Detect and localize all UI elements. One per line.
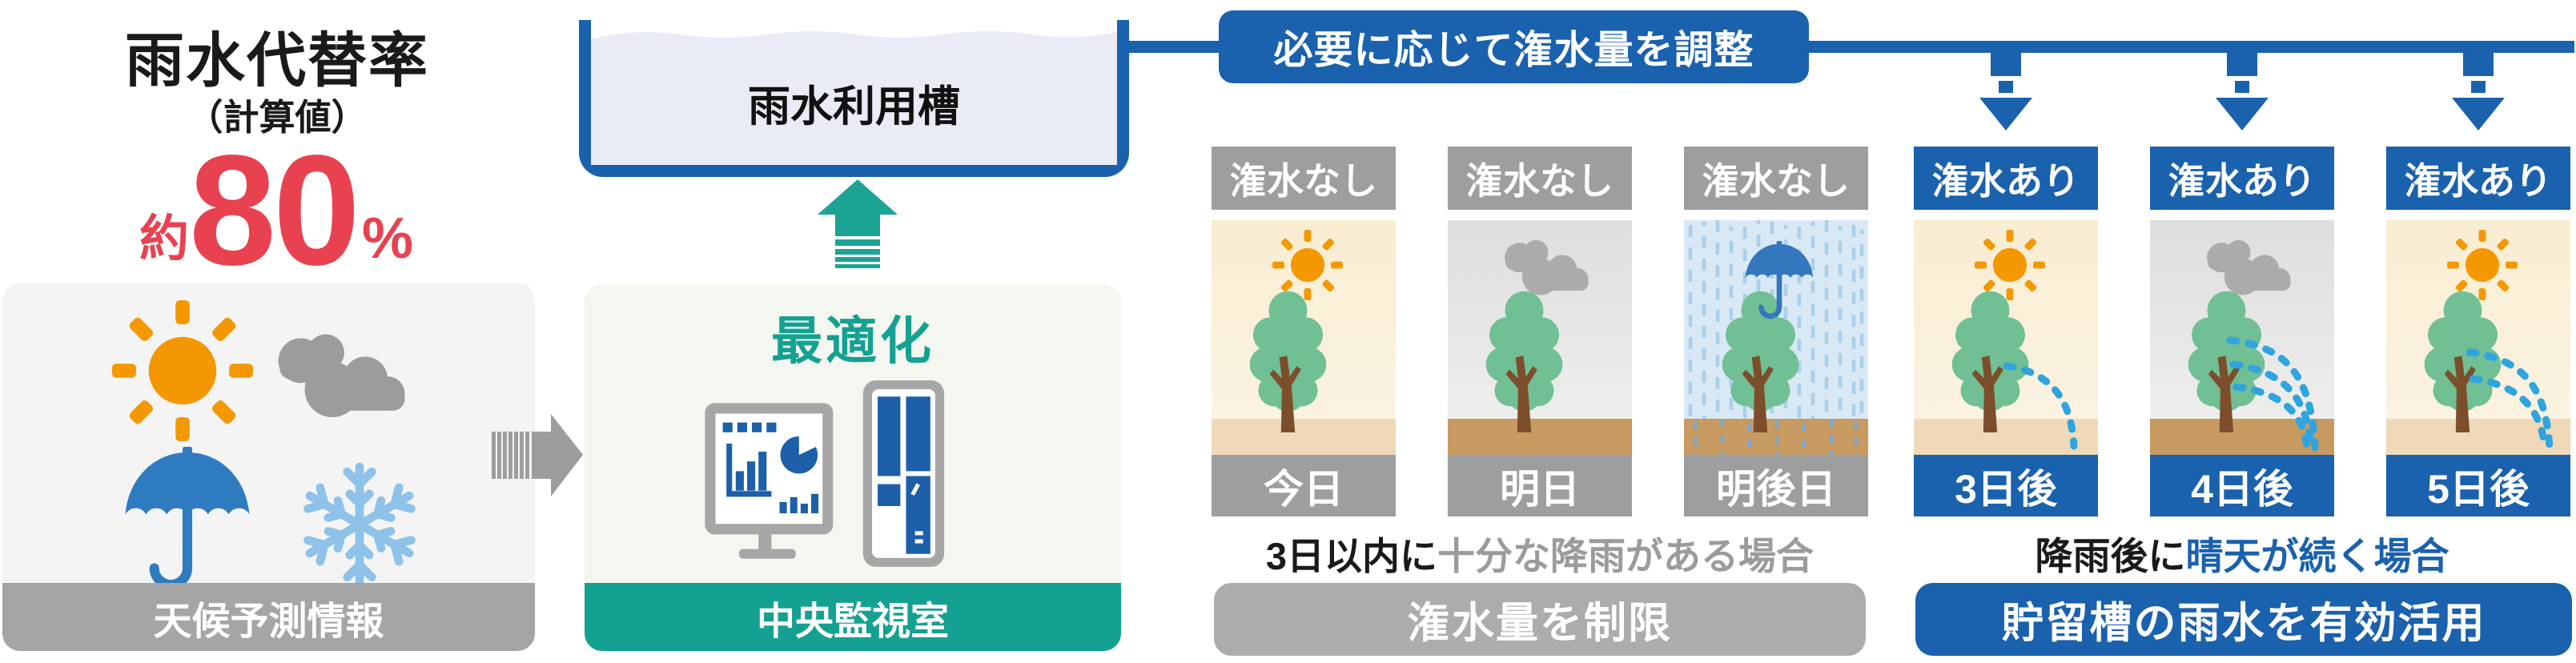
drop-arrow-icon bbox=[2216, 53, 2269, 131]
water-spray-icon bbox=[2465, 348, 2554, 452]
stat-number: 80 bbox=[188, 123, 360, 299]
snowflake-icon bbox=[292, 457, 427, 592]
day-label: 今日 bbox=[1212, 455, 1396, 516]
pipe-left-segment bbox=[1129, 41, 1219, 53]
rainwater-tank: 雨水利用槽 bbox=[579, 20, 1129, 177]
adjust-banner: 必要に応じて潅水量を調整 bbox=[1219, 10, 1809, 83]
pipe-right-segment bbox=[1809, 41, 2574, 53]
status-badge: 潅水あり bbox=[2386, 147, 2570, 210]
control-room-caption: 中央監視室 bbox=[585, 583, 1121, 651]
day-label: 明後日 bbox=[1684, 455, 1868, 516]
day-column-5days: 潅水あり 5日後 bbox=[2386, 147, 2570, 516]
status-badge: 潅水なし bbox=[1684, 147, 1868, 210]
stat-value: 約 80 % bbox=[88, 123, 464, 299]
scene-sunny-watering bbox=[2386, 220, 2570, 455]
soil bbox=[1212, 419, 1396, 455]
case-use-rest: 晴天が続く場合 bbox=[2185, 535, 2449, 577]
weather-forecast-box: 天候予測情報 bbox=[2, 283, 535, 651]
stat-subtitle: （計算値） bbox=[187, 97, 368, 138]
day-column-4days: 潅水あり 4日後 bbox=[2150, 147, 2334, 516]
tank-label: 雨水利用槽 bbox=[748, 83, 960, 131]
scene-cloudy bbox=[1448, 220, 1632, 455]
weather-box-caption: 天候予測情報 bbox=[2, 583, 535, 651]
water-spray-icon bbox=[2003, 362, 2078, 450]
day-label: 5日後 bbox=[2386, 455, 2570, 516]
day-label: 明日 bbox=[1448, 455, 1632, 516]
case-use-lead: 降雨後に bbox=[2035, 535, 2186, 577]
stat-title: 雨水代替率 bbox=[125, 27, 429, 94]
soil bbox=[1448, 419, 1632, 455]
status-badge: 潅水なし bbox=[1448, 147, 1632, 210]
case-limit-lead: 3日以内に bbox=[1265, 535, 1438, 577]
tree-icon bbox=[1234, 284, 1342, 432]
scene-sunny bbox=[1212, 220, 1396, 455]
scene-cloudy-watering bbox=[2150, 220, 2334, 455]
limit-action-banner: 潅水量を制限 bbox=[1214, 583, 1866, 656]
soil-rain-icon bbox=[1693, 419, 1859, 455]
day-label: 3日後 bbox=[1914, 455, 2098, 516]
monitor-server-icon bbox=[705, 380, 945, 567]
scene-sunny-watering bbox=[1914, 220, 2098, 455]
case-limit-rest: 十分な降雨がある場合 bbox=[1437, 535, 1814, 577]
tank-water bbox=[591, 31, 1117, 165]
drop-arrow-icon bbox=[1979, 53, 2032, 131]
use-action-banner: 貯留槽の雨水を有効活用 bbox=[1915, 583, 2572, 656]
clouds-icon bbox=[251, 321, 422, 440]
drop-arrow-icon bbox=[2452, 53, 2505, 131]
status-badge: 潅水あり bbox=[1914, 147, 2098, 210]
tree-icon bbox=[1470, 284, 1578, 432]
control-room-box: 最適化 bbox=[585, 284, 1121, 651]
stat-prefix: 約 bbox=[139, 211, 189, 267]
day-column-tomorrow: 潅水なし 明日 bbox=[1448, 147, 1632, 516]
umbrella-icon bbox=[1742, 241, 1817, 327]
sun-icon bbox=[112, 300, 253, 441]
status-badge: 潅水なし bbox=[1212, 147, 1396, 210]
scene-rainy bbox=[1684, 220, 1868, 455]
day-column-day-after: 潅水なし 明後日 bbox=[1684, 147, 1868, 516]
case-limit-caption: 3日以内に十分な降雨がある場合 bbox=[1212, 525, 1868, 577]
day-column-3days: 潅水あり 3日後 bbox=[1914, 147, 2098, 516]
stat-unit: % bbox=[362, 207, 414, 271]
flow-up-arrow-icon bbox=[818, 179, 898, 268]
day-column-today: 潅水なし 今日 bbox=[1212, 147, 1396, 516]
umbrella-icon bbox=[119, 447, 256, 605]
case-use-caption: 降雨後に晴天が続く場合 bbox=[1914, 525, 2570, 577]
status-badge: 潅水あり bbox=[2150, 147, 2334, 210]
flow-right-arrow-icon bbox=[492, 414, 583, 496]
water-spray-icon bbox=[2226, 336, 2319, 452]
optimize-label: 最適化 bbox=[771, 312, 934, 370]
soil bbox=[1914, 419, 2098, 455]
day-label: 4日後 bbox=[2150, 455, 2334, 516]
